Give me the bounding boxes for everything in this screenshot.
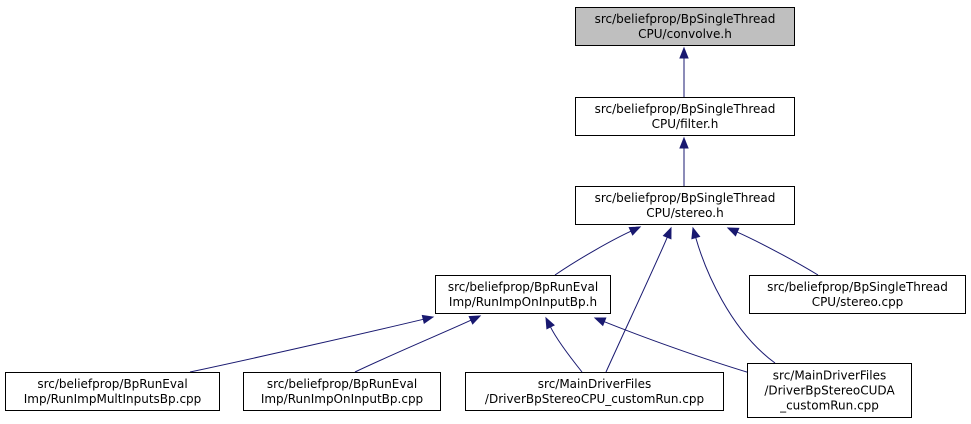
node-stereo-h[interactable]: src/beliefprop/BpSingleThreadCPU/stereo.… (575, 186, 795, 225)
node-box (747, 363, 912, 418)
node-label-line: src/MainDriverFiles (538, 377, 651, 391)
node-box (5, 372, 220, 411)
node-label-line: src/MainDriverFiles (773, 369, 886, 383)
edge-runimp_cpp-to-runimp_h (354, 315, 482, 373)
node-box (575, 7, 795, 46)
edge-arrowhead (545, 316, 555, 330)
edge-line (354, 319, 472, 373)
node-box (749, 275, 966, 314)
node-runimp-h[interactable]: src/beliefprop/BpRunEvalImp/RunImpOnInpu… (435, 275, 611, 314)
edge-arrowhead (593, 317, 607, 327)
edge-arrowhead (421, 314, 435, 325)
node-label-line: CPU/filter.h (652, 117, 719, 131)
node-label-line: CPU/stereo.h (646, 206, 723, 220)
node-label-line: Imp/RunImpMultInputsBp.cpp (24, 392, 202, 406)
node-runimp-cpp[interactable]: src/beliefprop/BpRunEvalImp/RunImpOnInpu… (243, 372, 441, 411)
node-filter[interactable]: src/beliefprop/BpSingleThreadCPU/filter.… (575, 97, 795, 136)
node-label-line: src/beliefprop/BpRunEval (37, 377, 187, 391)
edge-line (604, 321, 751, 374)
edge-arrowhead (726, 227, 740, 237)
edges-layer (189, 46, 819, 374)
node-driver-cpu[interactable]: src/MainDriverFiles/DriverBpStereoCPU_cu… (465, 372, 724, 411)
edge-arrowhead (691, 226, 701, 240)
node-label-line: src/beliefprop/BpRunEval (448, 280, 598, 294)
node-label-line: src/beliefprop/BpSingleThread (767, 280, 948, 294)
edge-filter-to-convolve (679, 46, 689, 98)
edge-arrowhead (628, 226, 642, 236)
node-label-line: Imp/RunImpOnInputBp.cpp (261, 392, 423, 406)
node-box (243, 372, 441, 411)
edge-line (736, 231, 819, 276)
edge-line (554, 230, 632, 276)
node-label-line: /DriverBpStereoCPU_customRun.cpp (485, 392, 704, 406)
node-label-line: src/beliefprop/BpSingleThread (595, 191, 776, 205)
node-box (435, 275, 611, 314)
node-box (575, 97, 795, 136)
edge-stereo_cpp-to-stereo_h (726, 227, 819, 276)
node-label-line: _customRun.cpp (779, 399, 879, 413)
edge-driver_cpu-to-stereo_h (605, 226, 672, 373)
node-label-line: src/beliefprop/BpRunEval (267, 377, 417, 391)
node-multinputs-cpp[interactable]: src/beliefprop/BpRunEvalImp/RunImpMultIn… (5, 372, 220, 411)
edge-arrowhead (468, 315, 482, 325)
edge-arrowhead (679, 136, 689, 149)
node-convolve: src/beliefprop/BpSingleThreadCPU/convolv… (575, 7, 795, 46)
node-box (575, 186, 795, 225)
edge-multinputs_cpp-to-runimp_h (189, 314, 435, 373)
edge-arrowhead (679, 46, 689, 59)
node-label-line: CPU/convolve.h (638, 27, 732, 41)
node-driver-cuda[interactable]: src/MainDriverFiles/DriverBpStereoCUDA_c… (747, 363, 912, 418)
node-label-line: CPU/stereo.cpp (812, 295, 904, 309)
edge-line (189, 318, 424, 373)
node-box (465, 372, 724, 411)
edge-runimp_h-to-stereo_h (554, 226, 642, 276)
node-label-line: Imp/RunImpOnInputBp.h (449, 295, 597, 309)
edge-line (605, 237, 668, 373)
node-label-line: /DriverBpStereoCUDA (764, 384, 895, 398)
edge-driver_cuda-to-runimp_h (593, 317, 751, 374)
edge-driver_cpu-to-runimp_h (545, 316, 583, 373)
edge-stereo_h-to-filter (679, 136, 689, 187)
node-stereo-cpp[interactable]: src/beliefprop/BpSingleThreadCPU/stereo.… (749, 275, 966, 314)
edge-driver_cuda-to-stereo_h (691, 226, 776, 364)
node-label-line: src/beliefprop/BpSingleThread (595, 12, 776, 26)
edge-line (695, 237, 776, 364)
node-label-line: src/beliefprop/BpSingleThread (595, 102, 776, 116)
edge-line (550, 326, 583, 373)
nodes-layer: src/beliefprop/BpSingleThreadCPU/convolv… (5, 7, 966, 418)
edge-arrowhead (662, 226, 672, 240)
